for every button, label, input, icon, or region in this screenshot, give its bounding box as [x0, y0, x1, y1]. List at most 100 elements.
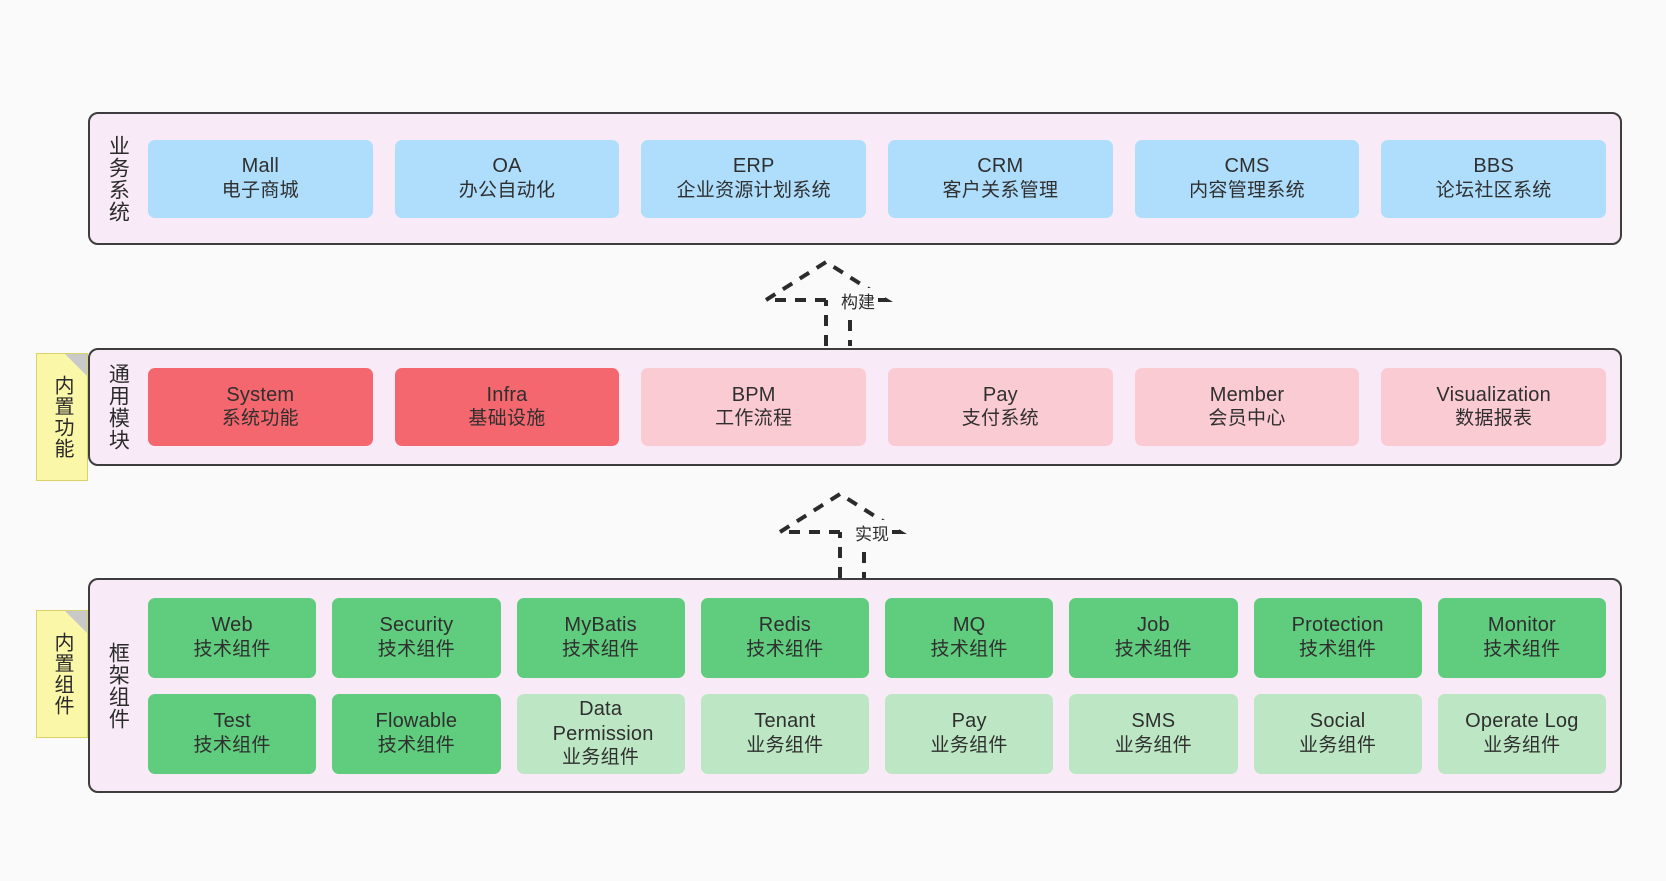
- node-subtitle: 业务组件: [1299, 734, 1377, 756]
- node-row: System 系统功能 Infra 基础设施 BPM 工作流程 Pay 支付系统…: [148, 368, 1607, 446]
- node-subtitle: 企业资源计划系统: [676, 179, 831, 201]
- node-bpm[interactable]: BPM 工作流程: [641, 368, 867, 446]
- node-subtitle: 业务组件: [1483, 734, 1561, 756]
- node-subtitle: 数据报表: [1455, 408, 1533, 430]
- node-title: Job: [1136, 614, 1170, 637]
- node-title: System: [226, 383, 295, 406]
- node-title: MyBatis: [564, 614, 637, 637]
- node-title: Pay: [951, 710, 987, 733]
- node-cms[interactable]: CMS 内容管理系统: [1134, 139, 1360, 218]
- node-subtitle: 支付系统: [961, 408, 1039, 430]
- node-subtitle: 客户关系管理: [942, 179, 1059, 201]
- node-title: Social: [1309, 710, 1366, 733]
- node-subtitle: 电子商城: [221, 179, 299, 201]
- node-title: Mall: [241, 155, 280, 178]
- node-subtitle: 业务组件: [746, 734, 824, 756]
- note-builtin-components[interactable]: 内置组件: [36, 610, 88, 738]
- node-title: MQ: [952, 614, 986, 637]
- node-row: Mall 电子商城 OA 办公自动化 ERP 企业资源计划系统 CRM 客户关系…: [148, 139, 1607, 218]
- layer-label-common-modules: 通用模块: [106, 363, 130, 451]
- node-subtitle: 业务组件: [930, 734, 1008, 756]
- node-data-permission[interactable]: Data Permission 业务组件: [516, 693, 685, 774]
- layer-body-common-modules: System 系统功能 Infra 基础设施 BPM 工作流程 Pay 支付系统…: [144, 350, 1620, 464]
- node-subtitle: 技术组件: [377, 638, 455, 660]
- connector-label-implement: 实现: [852, 520, 892, 545]
- node-flowable[interactable]: Flowable 技术组件: [332, 693, 501, 774]
- node-mq[interactable]: MQ 技术组件: [885, 597, 1054, 678]
- node-visualization[interactable]: Visualization 数据报表: [1381, 368, 1607, 446]
- node-mybatis[interactable]: MyBatis 技术组件: [516, 597, 685, 678]
- node-subtitle: 技术组件: [562, 638, 640, 660]
- node-infra[interactable]: Infra 基础设施: [394, 368, 620, 446]
- connector-label-build: 构建: [838, 288, 878, 313]
- node-oa[interactable]: OA 办公自动化: [394, 139, 620, 218]
- layer-common-modules[interactable]: 通用模块 System 系统功能 Infra 基础设施 BPM 工作流程 Pay…: [88, 348, 1622, 466]
- node-subtitle: 技术组件: [930, 638, 1008, 660]
- node-operate-log[interactable]: Operate Log 业务组件: [1437, 693, 1606, 774]
- node-pay[interactable]: Pay 支付系统: [888, 368, 1113, 446]
- node-title: Security: [379, 614, 454, 637]
- node-subtitle: 技术组件: [1114, 638, 1192, 660]
- node-subtitle: 技术组件: [193, 638, 271, 660]
- node-title: Redis: [758, 614, 811, 637]
- node-title: BBS: [1473, 155, 1514, 178]
- node-subtitle: 技术组件: [377, 734, 455, 756]
- node-social[interactable]: Social 业务组件: [1253, 693, 1422, 774]
- node-title: Member: [1209, 383, 1285, 406]
- connector-build: 构建: [756, 258, 906, 348]
- node-redis[interactable]: Redis 技术组件: [700, 597, 869, 678]
- node-subtitle: 会员中心: [1208, 408, 1286, 430]
- node-sms[interactable]: SMS 业务组件: [1069, 693, 1238, 774]
- node-title: Tenant: [754, 710, 816, 733]
- layer-label-business-systems: 业务系统: [106, 134, 130, 223]
- node-subtitle: 工作流程: [715, 408, 793, 430]
- node-subtitle: 系统功能: [221, 408, 299, 430]
- node-protection[interactable]: Protection 技术组件: [1253, 597, 1422, 678]
- node-subtitle: 业务组件: [1114, 734, 1192, 756]
- layer-business-systems[interactable]: 业务系统 Mall 电子商城 OA 办公自动化 ERP 企业资源计划系统 CRM…: [88, 112, 1622, 245]
- note-builtin-functions[interactable]: 内置功能: [36, 353, 88, 481]
- node-title: Operate Log: [1465, 710, 1579, 733]
- node-web[interactable]: Web 技术组件: [148, 597, 317, 678]
- node-member[interactable]: Member 会员中心: [1134, 368, 1360, 446]
- node-job[interactable]: Job 技术组件: [1069, 597, 1238, 678]
- node-title: Pay: [982, 383, 1018, 406]
- node-tenant[interactable]: Tenant 业务组件: [700, 693, 869, 774]
- node-title: CRM: [977, 155, 1024, 178]
- node-mall[interactable]: Mall 电子商城: [148, 139, 373, 218]
- node-title: ERP: [732, 155, 775, 178]
- node-bbs[interactable]: BBS 论坛社区系统: [1381, 139, 1607, 218]
- layer-body-framework-components: Web 技术组件 Security 技术组件 MyBatis 技术组件 Redi…: [144, 580, 1620, 791]
- node-title: Data Permission: [552, 698, 654, 745]
- node-title: Visualization: [1436, 383, 1551, 406]
- node-pay-business[interactable]: Pay 业务组件: [885, 693, 1054, 774]
- node-security[interactable]: Security 技术组件: [332, 597, 501, 678]
- node-subtitle: 技术组件: [193, 734, 271, 756]
- node-title: SMS: [1131, 710, 1176, 733]
- node-test[interactable]: Test 技术组件: [148, 693, 317, 774]
- layer-body-business-systems: Mall 电子商城 OA 办公自动化 ERP 企业资源计划系统 CRM 客户关系…: [144, 114, 1620, 243]
- layer-label-framework-components: 框架组件: [106, 641, 130, 730]
- node-row: Test 技术组件 Flowable 技术组件 Data Permission …: [148, 693, 1606, 774]
- node-row: Web 技术组件 Security 技术组件 MyBatis 技术组件 Redi…: [148, 597, 1606, 678]
- node-title: Protection: [1291, 614, 1384, 637]
- node-subtitle: 技术组件: [1299, 638, 1377, 660]
- generalization-arrow-icon: [773, 491, 907, 578]
- connector-implement: 实现: [770, 490, 920, 580]
- node-title: Monitor: [1487, 614, 1556, 637]
- node-subtitle: 论坛社区系统: [1435, 179, 1552, 201]
- node-title: BPM: [731, 383, 776, 406]
- node-erp[interactable]: ERP 企业资源计划系统: [641, 139, 867, 218]
- layer-framework-components[interactable]: 框架组件 Web 技术组件 Security 技术组件 MyBatis 技术组件…: [88, 578, 1622, 793]
- node-title: Flowable: [375, 710, 458, 733]
- node-crm[interactable]: CRM 客户关系管理: [888, 139, 1113, 218]
- node-subtitle: 业务组件: [562, 747, 640, 769]
- node-system[interactable]: System 系统功能: [148, 368, 373, 446]
- node-subtitle: 办公自动化: [458, 179, 556, 201]
- node-subtitle: 内容管理系统: [1189, 179, 1305, 201]
- node-title: Web: [211, 614, 253, 637]
- node-monitor[interactable]: Monitor 技术组件: [1437, 597, 1606, 678]
- generalization-arrow-icon: [759, 259, 893, 346]
- node-subtitle: 技术组件: [1483, 638, 1561, 660]
